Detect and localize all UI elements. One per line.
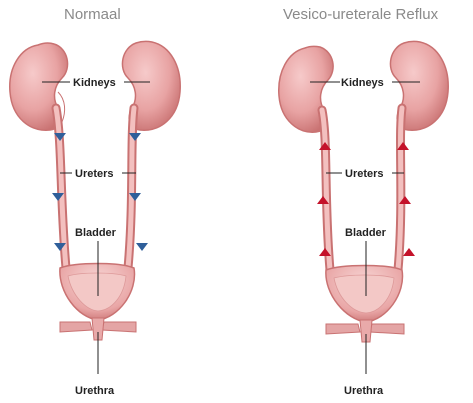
- urethra: [326, 320, 404, 342]
- label-urethra-normal: Urethra: [75, 385, 115, 397]
- panel-reflux: Kidneys Ureters Bladder Urethra: [279, 41, 448, 397]
- panel-normal: Kidneys Ureters Bladder Urethra: [10, 41, 180, 397]
- bladder: [60, 264, 135, 321]
- arrow-down-icon: [136, 243, 148, 251]
- label-urethra-reflux: Urethra: [344, 385, 384, 397]
- label-kidneys-reflux: Kidneys: [341, 77, 384, 89]
- label-ureters-normal: Ureters: [75, 168, 114, 180]
- label-bladder-normal: Bladder: [75, 227, 117, 239]
- bladder: [326, 266, 403, 323]
- label-ureters-reflux: Ureters: [345, 168, 384, 180]
- arrow-up-icon: [403, 248, 415, 256]
- label-kidneys-normal: Kidneys: [73, 77, 116, 89]
- label-bladder-reflux: Bladder: [345, 227, 387, 239]
